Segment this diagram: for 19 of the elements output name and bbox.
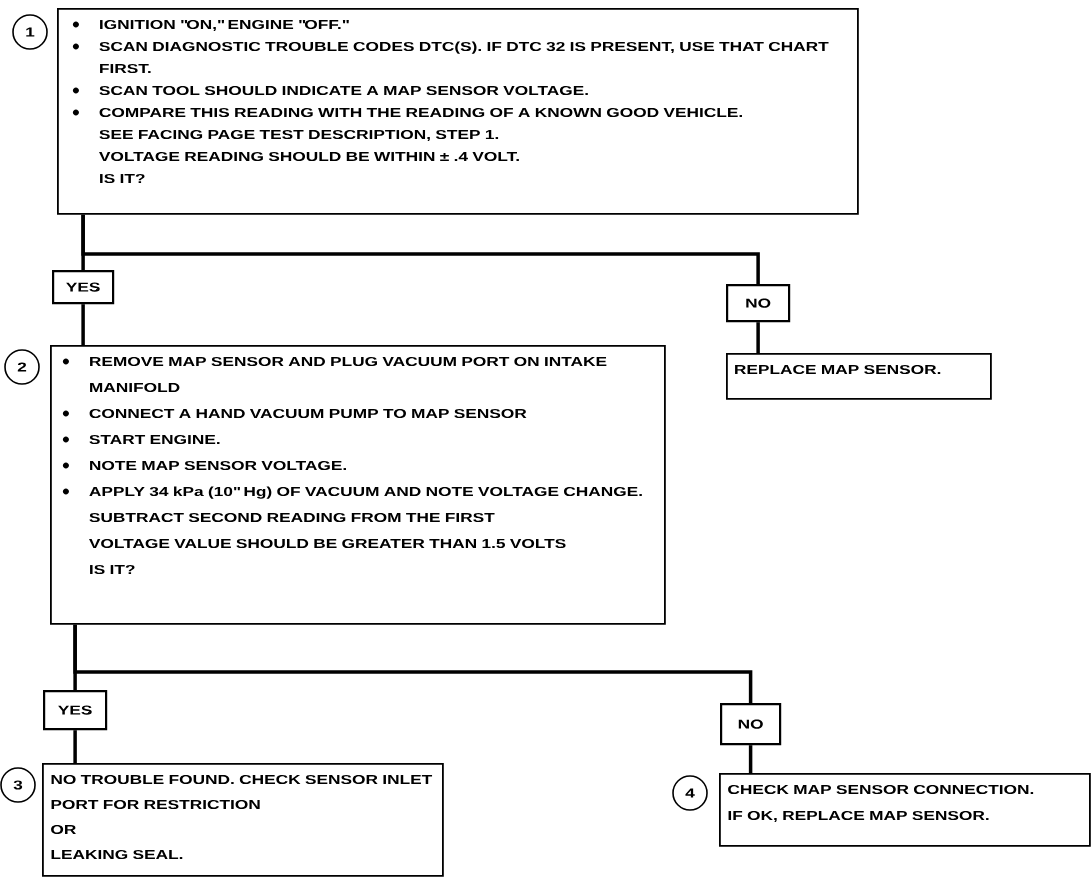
step-number: 4 (672, 775, 708, 811)
connector-line (73, 624, 753, 703)
step-box: REPLACE MAP SENSOR. (726, 353, 992, 400)
connector-line (81, 304, 85, 345)
answer-box: NO (720, 703, 782, 746)
step-box: NO TROUBLE FOUND. CHECK SENSOR INLET PORT FOR RESTRICTION OR LEAKING SEAL. (42, 763, 444, 877)
connector-line (81, 214, 760, 284)
answer-box: YES (43, 690, 108, 731)
connector-line (748, 745, 753, 773)
step-number: 1 (12, 14, 48, 50)
step-box: CHECK MAP SENSOR CONNECTION. IF OK, REPLACE MAP SENSOR. (719, 773, 1091, 847)
answer-box: NO (726, 284, 791, 323)
step-number: 3 (0, 767, 36, 803)
connector-line (73, 730, 77, 763)
answer-box: YES (52, 270, 115, 305)
step-box: IGNITION "ON," ENGINE "OFF." SCAN DIAGNOSTIC TROUBLE CODES DTC(S). IF DTC 32 IS PRESENT, USE THAT CHART FIRST. SCAN TOOL SHOULD INDICATE A MAP SENSOR VOLTAGE. COMPARE THIS READING WITH THE READING OF A KNOWN GOOD VEHICLE. SEE FACING PAGE TEST DESCRIPTION, STEP 1. VOLTAGE READING SHOULD BE WITHIN ± .4 VOLT. IS IT? (57, 8, 859, 215)
connector-line (756, 322, 760, 353)
step-box: REMOVE MAP SENSOR AND PLUG VACUUM PORT ON INTAKE MANIFOLD CONNECT A HAND VACUUM PUMP TO MAP SENSOR START ENGINE. NOTE MAP SENSOR VOLTAGE. APPLY 34 kPa (10" Hg) OF VACUUM AND NOTE VOLTAGE CHANGE. SUBTRACT SECOND READING FROM THE FIRST VOLTAGE VALUE SHOULD BE GREATER THAN 1.5 VOLTS IS IT? (50, 345, 666, 625)
step-number: 2 (4, 349, 40, 385)
